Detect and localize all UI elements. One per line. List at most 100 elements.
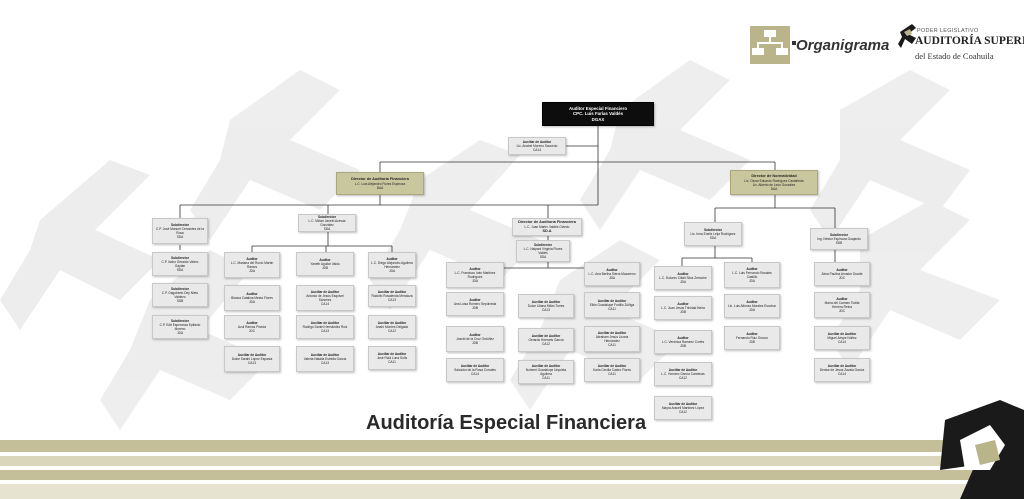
organigrama-label: Organigrama <box>796 37 890 54</box>
org-node-line: Director de Auditoría Financiera <box>351 177 409 182</box>
org-node-line: Lic. Luis Alfonso Morales Escobar <box>728 304 776 308</box>
org-node-line: L.C. Nalpani Virginia Flores <box>523 247 563 251</box>
background-star <box>0 160 160 330</box>
logo-small-text: PODER LEGISLATIVO <box>917 28 979 34</box>
org-node-line: CA11 <box>608 307 616 311</box>
org-node-line: Denise de Jesús Zavala García <box>819 368 865 372</box>
org-node-line: JDC <box>248 329 256 333</box>
org-node-line: C.P. Dagoberto Dey Nieto <box>161 291 199 295</box>
org-node-line: CA12 <box>542 342 550 346</box>
org-node-line: Hernández <box>604 339 620 343</box>
org-node-line: Karla Cecilia Castro Flores <box>593 368 631 372</box>
org-node-line: Auditor <box>469 298 481 302</box>
org-node-line: Ana Luisa Romero Sepúlveda <box>453 302 497 306</box>
org-node-line: Blanca Catalina Mesta Flores <box>231 296 273 300</box>
org-node-line: L.C. Mariana del Rocío Martín <box>230 261 274 265</box>
org-node-line: Auxiliar de Auditor <box>460 364 490 368</box>
org-node-line: Subdirector <box>171 287 189 291</box>
org-node-line: SDA <box>709 236 717 240</box>
org-node-line: JDC <box>838 276 846 280</box>
org-node-line: CA13 <box>321 329 329 333</box>
org-node-line: Auditor <box>246 257 258 261</box>
org-node-line: Ing. Néstor Espinoza Guajardo <box>817 237 861 241</box>
page-title: Auditoría Especial Financiera <box>366 412 647 434</box>
org-node-line: Anahí Montes Delgado <box>375 325 409 329</box>
org-node-line: C.P. Isidro Gerardo Valero <box>161 260 199 264</box>
org-node-line: JDA <box>388 269 396 273</box>
logo-sub-text: del Estado de Coahuila <box>915 51 994 61</box>
org-node-line: Alma Paulina Amador Duarte <box>821 272 863 276</box>
org-node-line: Auxiliar de Auditor <box>377 352 407 356</box>
org-node-line: CPC. Luis Farías Valdés <box>572 111 624 117</box>
org-node-line: Lic. Irma Eneliz Leija Rodríguez <box>690 232 736 236</box>
org-node-line: SDB <box>835 241 843 245</box>
org-node-line: JDA <box>608 276 616 280</box>
org-node-line: C.P. José Manuel Cervantes de la <box>156 227 204 231</box>
org-node-line: Ramos <box>246 265 258 269</box>
org-node-line: JDA <box>471 279 479 283</box>
org-node-line: Auditor <box>606 268 618 272</box>
org-node-line: CA14 <box>533 148 541 152</box>
org-node-line: JDA <box>248 269 256 273</box>
org-node-line: Auditor <box>836 297 848 301</box>
org-node-line: SDA <box>176 235 184 239</box>
org-node-line: SDA <box>176 268 184 272</box>
background-star <box>830 200 1000 370</box>
org-node-line: Lic. Oscar Eduardo Rodríguez Castañeda <box>744 178 804 183</box>
org-node-line: CA13 <box>388 298 396 302</box>
org-node-line: Aguilera <box>540 372 552 376</box>
org-node-line: DAA <box>376 185 384 190</box>
asf-logo-icon <box>898 24 916 48</box>
org-node-line: Gerardo Heeraris García <box>528 338 564 342</box>
org-node-line: Auxiliar de Auditor <box>597 364 627 368</box>
org-node-line: Auxiliar de Auditor <box>522 140 552 144</box>
org-node-line: CA12 <box>679 376 687 380</box>
org-node-line: Salvador de la Rosa Corrales <box>454 368 496 372</box>
org-node-line: L.C. Juan Martín Valdés Oviedo <box>524 225 570 229</box>
organigrama-icon <box>750 26 796 64</box>
org-node-line: Subdirector <box>171 319 189 323</box>
org-node-line: CA11 <box>388 360 396 364</box>
org-node-line: Auxiliar de Auditor <box>531 300 561 304</box>
org-node-line: Rodolfo Rosalenda Mendoza <box>371 294 413 298</box>
org-node-line: Joseld de la Cruz Ordóñez <box>456 337 494 341</box>
org-node-line: Gaytán <box>174 264 186 268</box>
org-node-line: Auxiliar de Auditor <box>597 299 627 303</box>
org-node-line: Auditor <box>746 267 758 271</box>
corner-star-icon <box>940 400 1024 499</box>
org-node-line: CA13 <box>542 308 550 312</box>
org-node-line: Auditor <box>746 332 758 336</box>
org-node-line: CA14 <box>838 340 846 344</box>
org-node-line: Fernando Ruiz Orozco <box>735 336 769 340</box>
org-node-line: Auditor <box>677 302 689 306</box>
org-node-line: Yaneth Aguilar Valdo <box>310 262 340 266</box>
org-node-line: JDB <box>679 344 687 348</box>
org-node-line: DGAX <box>591 116 605 122</box>
org-node-line: Subdirector <box>318 215 336 219</box>
org-node-line: L.C. Luis Fernando Rosales <box>732 271 772 275</box>
org-node-line: Auditor <box>836 268 848 272</box>
org-node-line: L.C. Francisco Iván Martínez <box>454 271 496 275</box>
org-node-line: Valeria Natalia Estrella García <box>303 357 347 361</box>
org-node-line: CA11 <box>608 343 616 347</box>
